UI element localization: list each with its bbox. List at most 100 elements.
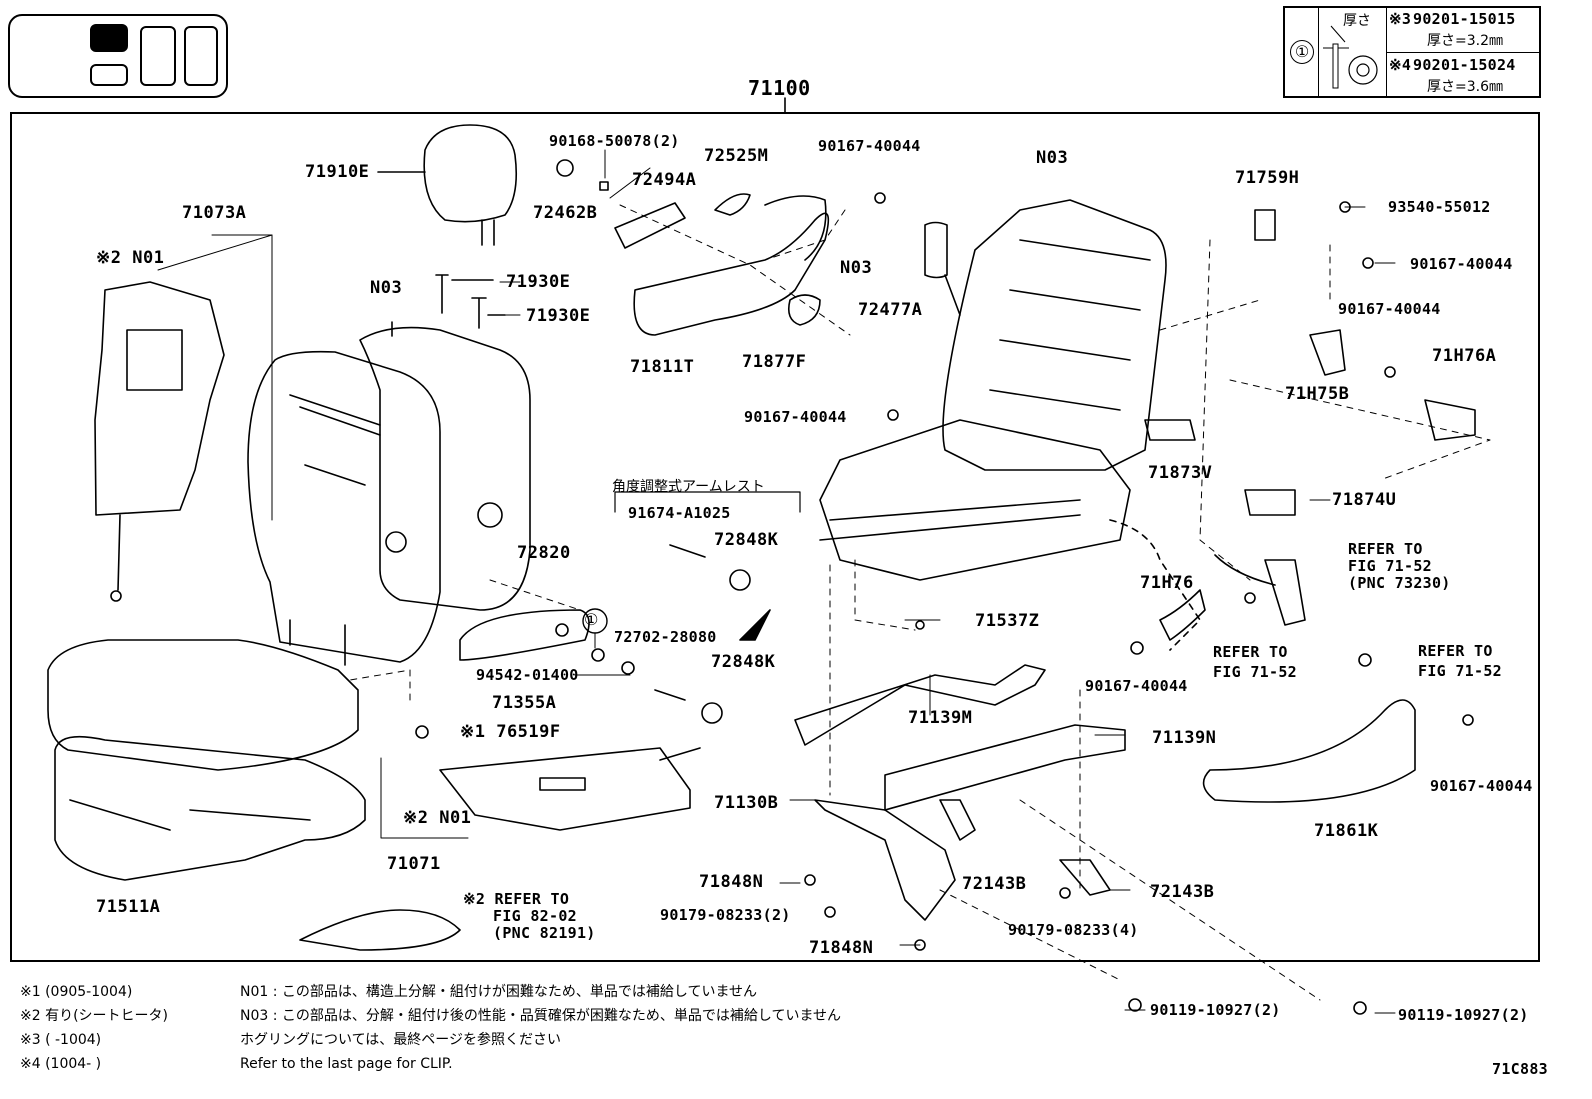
part-label: 71877F [742,352,807,372]
drawing-code: 71C883 [1492,1060,1548,1078]
seat-back-pad-shape [94,234,273,602]
part-label: N03 [370,278,403,298]
headrest-shape [377,124,518,246]
key-seat-box [90,64,128,86]
fastener-bolts [415,192,1474,1015]
key-seat-box [140,26,176,86]
label-leaders [499,167,1396,1014]
side-trim-shape [1202,699,1416,803]
part-label: N03 [840,258,873,278]
footnote-key: ※2 有り(シートヒータ) [20,1008,169,1024]
part-label: 72494A [632,170,697,190]
washer-row-spec: 厚さ=3.6㎜ [1427,79,1503,95]
key-selected-seat [90,24,128,52]
part-label: 71511A [96,897,161,917]
part-label: 72462B [533,203,598,223]
washer-circle-number: ① [1290,40,1314,64]
footnote-key: ※1 (0905-1004) [20,984,133,1000]
part-label: ※2 N01 [96,248,165,268]
part-label: 72820 [517,543,571,563]
refer-line: FIG 71-52 [1213,663,1297,681]
footnote-text: N01 : この部品は、構造上分解・組付けが困難なため、単品では補給していません [240,984,758,1000]
armrest-shape [459,609,590,661]
washer-table-circle-cell: ① [1285,8,1319,96]
thickness-header: 厚さ [1343,13,1371,29]
part-label: 71H76 [1140,573,1194,593]
part-label: 71848N [809,938,874,958]
part-label: 71139N [1152,728,1217,748]
washer-callout-number: ① [584,610,599,629]
footnote-key: ※3 ( -1004) [20,1032,102,1048]
part-label: 71848N [699,872,764,892]
footnote-text: N03 : この部品は、分解・組付け後の性能・品質確保が困難なため、単品では補給… [240,1008,842,1024]
assembly-number: 71100 [748,76,811,100]
armrest-group-title: 角度調整式アームレスト [612,479,765,495]
seat-back-cover-shape [247,350,441,666]
washer-row-spec: 厚さ=3.2㎜ [1427,33,1503,49]
part-label: 71811T [630,357,695,377]
washer-sketch-icon [1323,25,1378,89]
part-label: 93540-55012 [1388,198,1491,216]
part-label: N03 [1036,148,1069,168]
heater-harness-shape [299,909,461,951]
part-label: 71930E [526,306,591,326]
washer-sketch-cell: 厚さ [1319,8,1387,96]
part-label: 71930E [506,272,571,292]
part-label: 71139M [908,708,973,728]
part-label: ※2 N01 [403,808,472,828]
refer-to-fig-71-52-right: REFER TO FIG 71-52 [1418,641,1502,681]
washer-row-part: 90201-15015 [1413,10,1516,28]
seat-frame-shape [819,199,1201,651]
refer-line: FIG 71-52 [1418,662,1502,680]
refer-line: FIG 71-52 [1348,557,1432,575]
cushion-heater-pad-shape [380,747,701,839]
washer-thickness-table: ① 厚さ ※3 90201-15015 厚さ=3.2㎜ ※4 90201-150… [1283,6,1541,98]
part-label: 90167-40044 [1410,255,1513,273]
part-label: 90167-40044 [1085,677,1188,695]
key-seat-box [184,26,218,86]
footnote-keys: ※1 (0905-1004) ※2 有り(シートヒータ) ※3 ( -1004)… [20,980,168,1076]
diagram-frame [10,112,1540,962]
part-label: 72143B [1150,882,1215,902]
refer-line: (PNC 73230) [1348,574,1451,592]
washer-row: ※3 90201-15015 厚さ=3.2㎜ [1387,8,1541,53]
part-label: 72477A [858,300,923,320]
washer-row: ※4 90201-15024 厚さ=3.6㎜ [1387,52,1541,96]
seat-track-shape [794,664,1126,921]
seat-cushion-shape [47,639,366,881]
part-label: 90119-10927(2) [1398,1006,1529,1024]
refer-to-fig-82-02: ※2 REFER TO FIG 82-02 (PNC 82191) [463,891,596,942]
part-label: 71874U [1332,490,1397,510]
refer-to-fig-71-52-mid: REFER TO FIG 71-52 [1213,642,1297,682]
seat-location-key [8,14,228,98]
part-label: 72848K [711,652,776,672]
footnote-key: ※4 (1004- ) [20,1056,102,1072]
armrest-cover-shape [556,149,830,336]
part-label: 71355A [492,693,557,713]
refer-line: FIG 82-02 [493,907,577,925]
footnote-text: ホグリングについては、最終ページを参照ください [240,1032,562,1048]
part-label: 90167-40044 [1430,777,1533,795]
part-label: 71537Z [975,611,1040,631]
part-label: 71071 [387,854,441,874]
refer-line: REFER TO [1348,540,1423,558]
footnote-texts: N01 : この部品は、構造上分解・組付けが困難なため、単品では補給していません… [240,980,841,1076]
part-label: 71759H [1235,168,1300,188]
part-label: 71861K [1314,821,1379,841]
washer-row-part: 90201-15024 [1413,56,1516,74]
part-label: 90119-10927(2) [1150,1001,1281,1019]
armrest-group-bracket [614,491,801,513]
refer-line: ※2 REFER TO [463,890,570,908]
leader-lines [349,204,1491,1001]
part-label: 90167-40044 [818,137,921,155]
refer-line: (PNC 82191) [493,924,596,942]
seat-back-rear-cover-shape [359,321,531,611]
part-label: 90167-40044 [1338,300,1441,318]
part-label: 91674-A1025 [628,504,731,522]
part-label: 71H76A [1432,346,1497,366]
part-label: 72848K [714,530,779,550]
part-label: ※1 76519F [460,722,561,742]
refer-to-fig-71-52-belt: REFER TO FIG 71-52 (PNC 73230) [1348,541,1451,592]
part-label: 71H75B [1285,384,1350,404]
